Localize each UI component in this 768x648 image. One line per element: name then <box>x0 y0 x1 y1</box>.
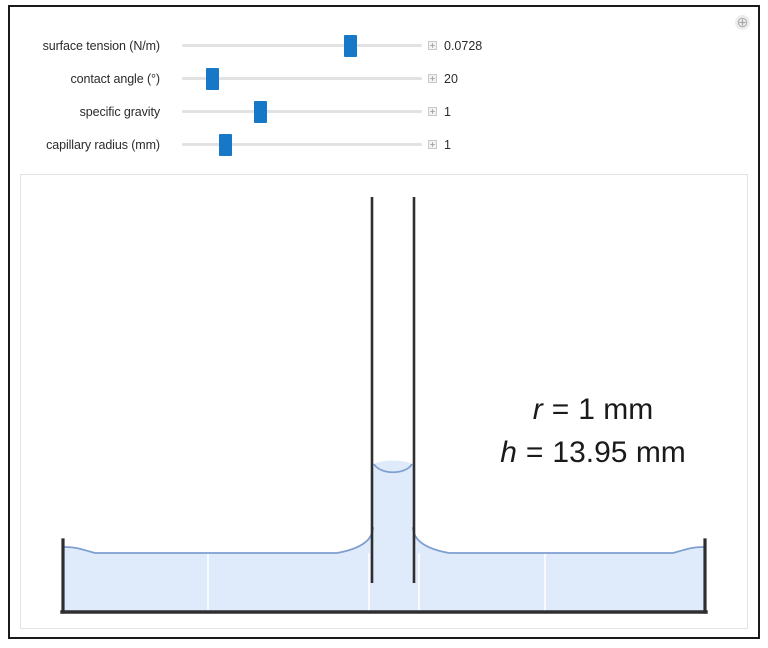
reservoir-gridlines <box>207 544 546 612</box>
slider-track[interactable] <box>182 110 422 113</box>
radius-value: 1 mm <box>578 393 653 426</box>
capillary-water-column <box>339 460 447 553</box>
meniscus-curve <box>373 463 413 474</box>
slider-track[interactable] <box>182 44 422 47</box>
height-value: 13.95 mm <box>552 436 685 469</box>
control-row-capillary-radius: capillary radius (mm) 1 <box>10 128 758 161</box>
slider-track[interactable] <box>182 143 422 146</box>
capillary-tube <box>370 197 416 583</box>
graphics-panel: r=1 mm h=13.95 mm <box>20 174 748 629</box>
slider-thumb[interactable] <box>253 100 267 123</box>
plus-circle-icon[interactable] <box>735 15 750 30</box>
capillary-fillet-left <box>339 527 373 553</box>
reservoir-water-fill <box>63 547 705 612</box>
slider-thumb[interactable] <box>343 34 357 57</box>
expand-box-icon[interactable] <box>428 107 437 116</box>
height-symbol: h <box>500 436 517 469</box>
slider-thumb[interactable] <box>205 67 219 90</box>
slider-capillary-radius[interactable] <box>182 133 422 156</box>
control-row-contact-angle: contact angle (°) 20 <box>10 62 758 95</box>
control-value-capillary-radius: 1 <box>444 137 451 152</box>
radius-symbol: r <box>533 393 544 426</box>
control-row-surface-tension: surface tension (N/m) 0.0728 <box>10 29 758 62</box>
radius-equals: = <box>552 393 570 426</box>
slider-specific-gravity[interactable] <box>182 100 422 123</box>
capillary-fillet-right <box>413 527 447 553</box>
control-label-specific-gravity: specific gravity <box>79 104 160 119</box>
capillary-water-fill <box>373 460 413 553</box>
reservoir-surface-left <box>63 546 337 554</box>
radius-annotation: r=1 mm <box>533 393 654 426</box>
control-value-specific-gravity: 1 <box>444 104 451 119</box>
control-row-specific-gravity: specific gravity 1 <box>10 95 758 128</box>
demo-frame: surface tension (N/m) 0.0728 contact ang… <box>8 5 760 639</box>
height-annotation: h =13.95 mm <box>500 436 686 469</box>
control-label-surface-tension: surface tension (N/m) <box>42 38 160 53</box>
control-panel: surface tension (N/m) 0.0728 contact ang… <box>10 29 758 161</box>
capillary-rise-diagram: r=1 mm h=13.95 mm <box>60 197 708 614</box>
reservoir-water <box>63 544 705 612</box>
expand-box-icon[interactable] <box>428 140 437 149</box>
control-value-contact-angle: 20 <box>444 71 458 86</box>
control-label-contact-angle: contact angle (°) <box>70 71 161 86</box>
slider-thumb[interactable] <box>218 133 232 156</box>
reservoir-surface-right <box>449 546 705 554</box>
expand-box-icon[interactable] <box>428 74 437 83</box>
slider-contact-angle[interactable] <box>182 67 422 90</box>
reservoir-container <box>60 538 708 614</box>
slider-track[interactable] <box>182 77 422 80</box>
control-label-capillary-radius: capillary radius (mm) <box>46 137 160 152</box>
height-equals: = <box>526 436 544 469</box>
expand-box-icon[interactable] <box>428 41 437 50</box>
control-value-surface-tension: 0.0728 <box>444 38 483 53</box>
slider-surface-tension[interactable] <box>182 34 422 57</box>
figure-annotations: r=1 mm h=13.95 mm <box>500 393 686 469</box>
